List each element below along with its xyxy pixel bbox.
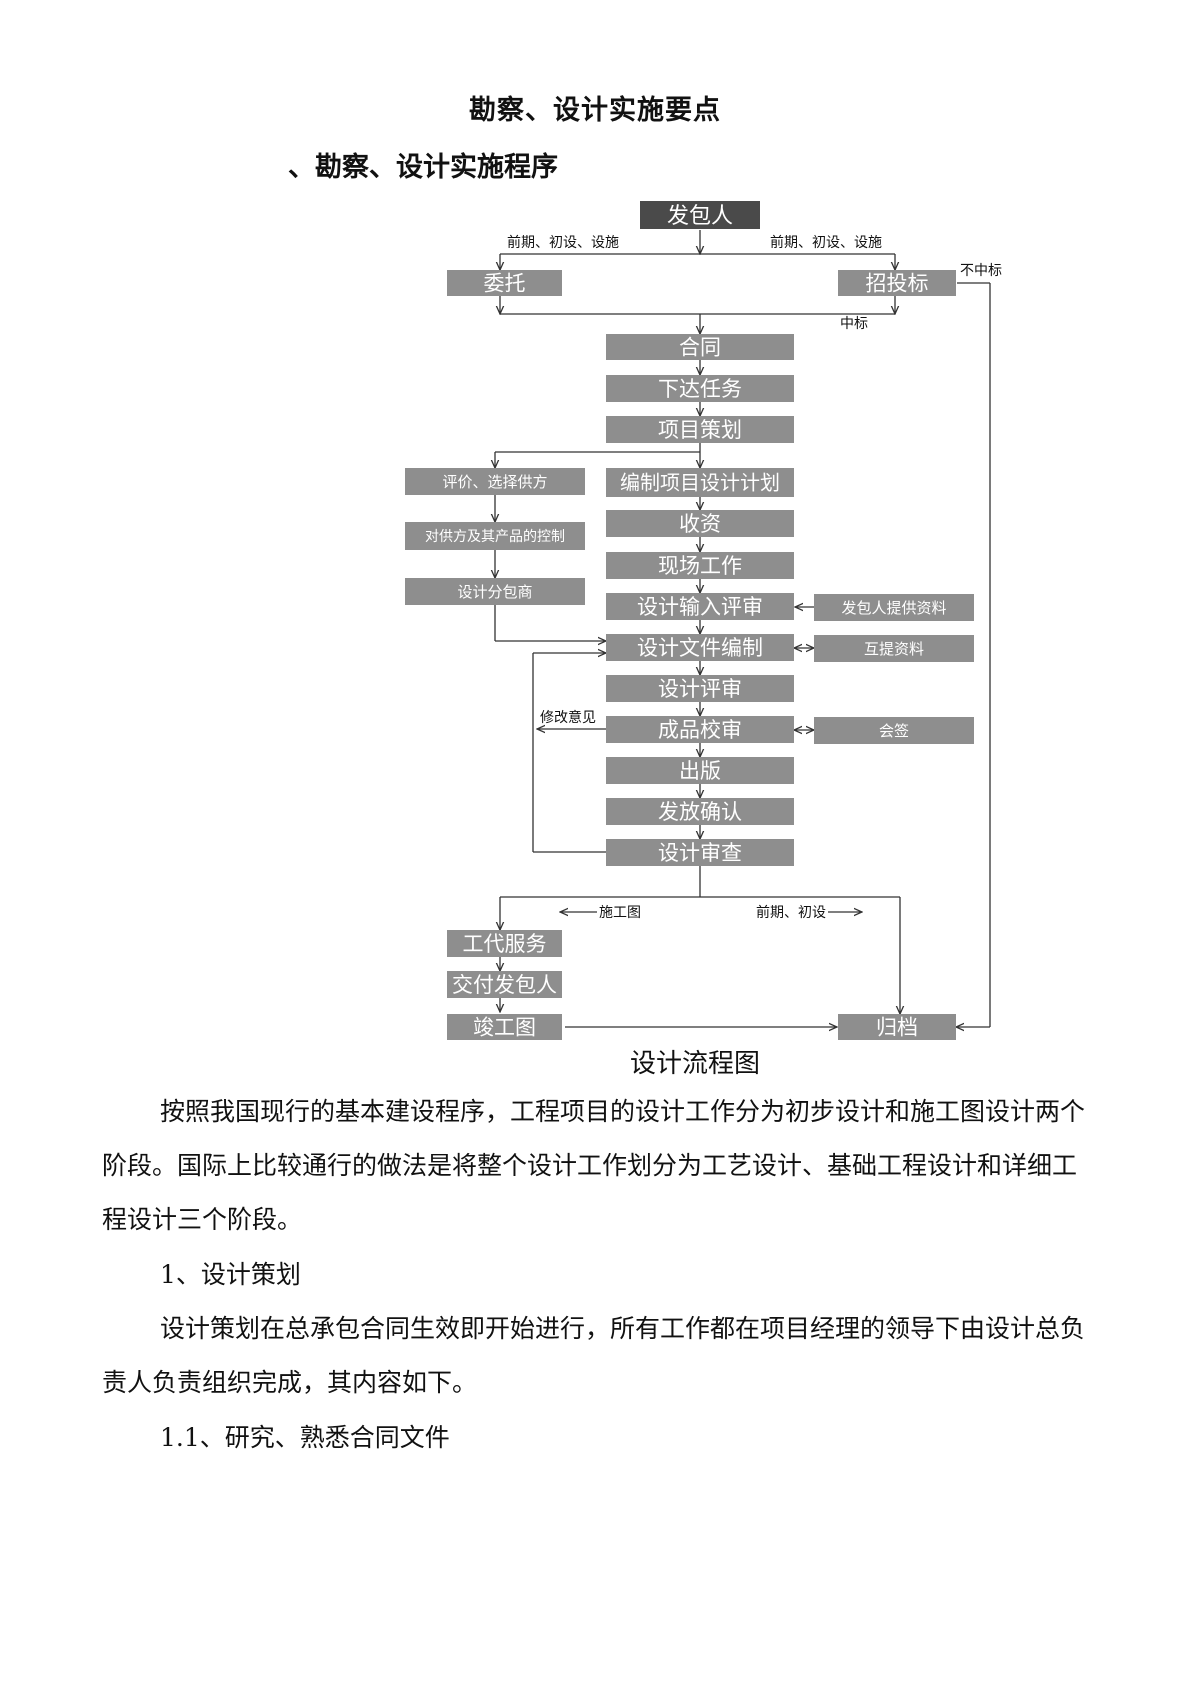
body-paragraph: 设计策划在总承包合同生效即开始进行，所有工作都在项目经理的领导下由设计总负责人负… [102,1314,1086,1397]
flow-box-label: 归档 [876,1016,918,1040]
flow-box-bg [447,270,562,296]
flow-box-bg [606,593,794,620]
flow-box-shuru: 设计输入评审 [606,593,794,620]
flow-box-jiaoshen: 成品校审 [606,716,794,743]
flow-box-bg [447,971,562,998]
flow-box-xiada: 下达任务 [606,375,794,402]
section-heading: 、勘察、设计实施程序 [288,152,558,183]
flow-box-label: 成品校审 [658,718,742,742]
flow-box-bg [606,375,794,402]
flow-box-bg [405,522,585,550]
flow-box-bg [814,717,974,744]
flow-box-bg [606,634,794,661]
body-paragraph: 按照我国现行的基本建设程序，工程项目的设计工作分为初步设计和施工图设计两个阶段。… [102,1097,1086,1234]
flow-box-huiqian: 会签 [814,717,974,744]
flow-box-label: 竣工图 [473,1016,536,1040]
flow-box-cehua: 项目策划 [606,416,794,443]
flow-box-bg [606,334,794,360]
flow-box-kongzhi: 对供方及其产品的控制 [405,522,585,550]
flow-box-label: 交付发包人 [452,973,557,997]
flow-box-bg [606,468,794,497]
flow-box-weituo: 委托 [447,270,562,296]
flow-box-label: 设计评审 [658,677,742,701]
flow-box-label: 发包人 [667,204,733,229]
flow-box-bg [814,635,974,662]
flow-box-bg [838,1014,956,1040]
flow-box-guidang: 归档 [838,1014,956,1040]
flow-box-label: 合同 [679,336,721,360]
flow-box-label: 收资 [679,512,721,536]
flow-box-bg [405,468,585,495]
flow-box-huti: 互提资料 [814,635,974,662]
page-title: 勘察、设计实施要点 [469,95,721,126]
label-right-top: 前期、初设、设施 [770,234,882,251]
flow-box-label: 编制项目设计计划 [620,471,780,495]
flow-box-bg [447,1014,562,1040]
flow-box-bg [606,510,794,537]
flow-box-bg [606,839,794,866]
flow-box-label: 工代服务 [463,932,547,956]
flow-box-label: 设计审查 [658,841,742,865]
flow-box-bg [606,757,794,784]
flow-box-label: 现场工作 [658,554,742,578]
flow-box-hetong: 合同 [606,334,794,360]
flow-box-bg [447,930,562,957]
flow-box-label: 招投标 [866,272,929,296]
flow-box-label: 委托 [484,272,526,296]
subheading: 1、设计策划 [160,1260,301,1289]
flow-box-label: 下达任务 [658,377,742,401]
label-win: 中标 [840,316,868,332]
flow-box-bg [814,594,974,621]
flow-box-bg [606,416,794,443]
label-revision: 修改意见 [540,709,596,726]
flow-box-gongdai: 工代服务 [447,930,562,957]
flow-box-fafang: 发放确认 [606,798,794,825]
flow-box-bg [640,201,760,229]
subheading: 1.1、研究、熟悉合同文件 [160,1423,450,1452]
flow-box-pingjia: 评价、选择供方 [405,468,585,495]
flow-box-fabaoren: 发包人 [640,201,760,229]
flow-box-jihua: 编制项目设计计划 [606,468,794,497]
flow-box-chuban: 出版 [606,757,794,784]
flow-box-label: 发放确认 [658,800,742,824]
flow-box-label: 会签 [879,722,909,740]
flow-box-bg [606,675,794,702]
flow-box-label: 对供方及其产品的控制 [425,529,565,545]
flow-box-label: 设计分包商 [457,583,532,601]
flow-box-bg [606,798,794,825]
flow-box-fenbao: 设计分包商 [405,578,585,605]
flow-box-bg [606,716,794,743]
flow-box-bianzhi: 设计文件编制 [606,634,794,661]
flow-box-label: 互提资料 [864,640,924,658]
flow-box-jiaofu: 交付发包人 [447,971,562,998]
flow-box-shencha: 设计审查 [606,839,794,866]
flow-box-label: 设计文件编制 [637,636,763,660]
flow-box-pingshen: 设计评审 [606,675,794,702]
flow-box-bg [405,578,585,605]
flow-box-jungong: 竣工图 [447,1014,562,1040]
flow-box-label: 设计输入评审 [637,595,763,619]
label-prelim: 前期、初设 [756,904,826,921]
flow-box-label: 项目策划 [658,418,742,442]
flow-box-zhaotoubiao: 招投标 [838,270,956,296]
flow-box-xianchang: 现场工作 [606,552,794,579]
figure-caption: 设计流程图 [629,1049,760,1079]
flow-box-label: 发包人提供资料 [841,599,946,617]
label-left-top: 前期、初设、设施 [507,234,619,251]
flow-box-tigong: 发包人提供资料 [814,594,974,621]
flow-box-shouzi: 收资 [606,510,794,537]
label-construction: 施工图 [599,905,641,921]
flow-box-bg [606,552,794,579]
label-not-win: 不中标 [960,263,1002,279]
flow-box-bg [838,270,956,296]
flow-box-label: 出版 [679,759,721,783]
flow-box-label: 评价、选择供方 [442,473,547,491]
